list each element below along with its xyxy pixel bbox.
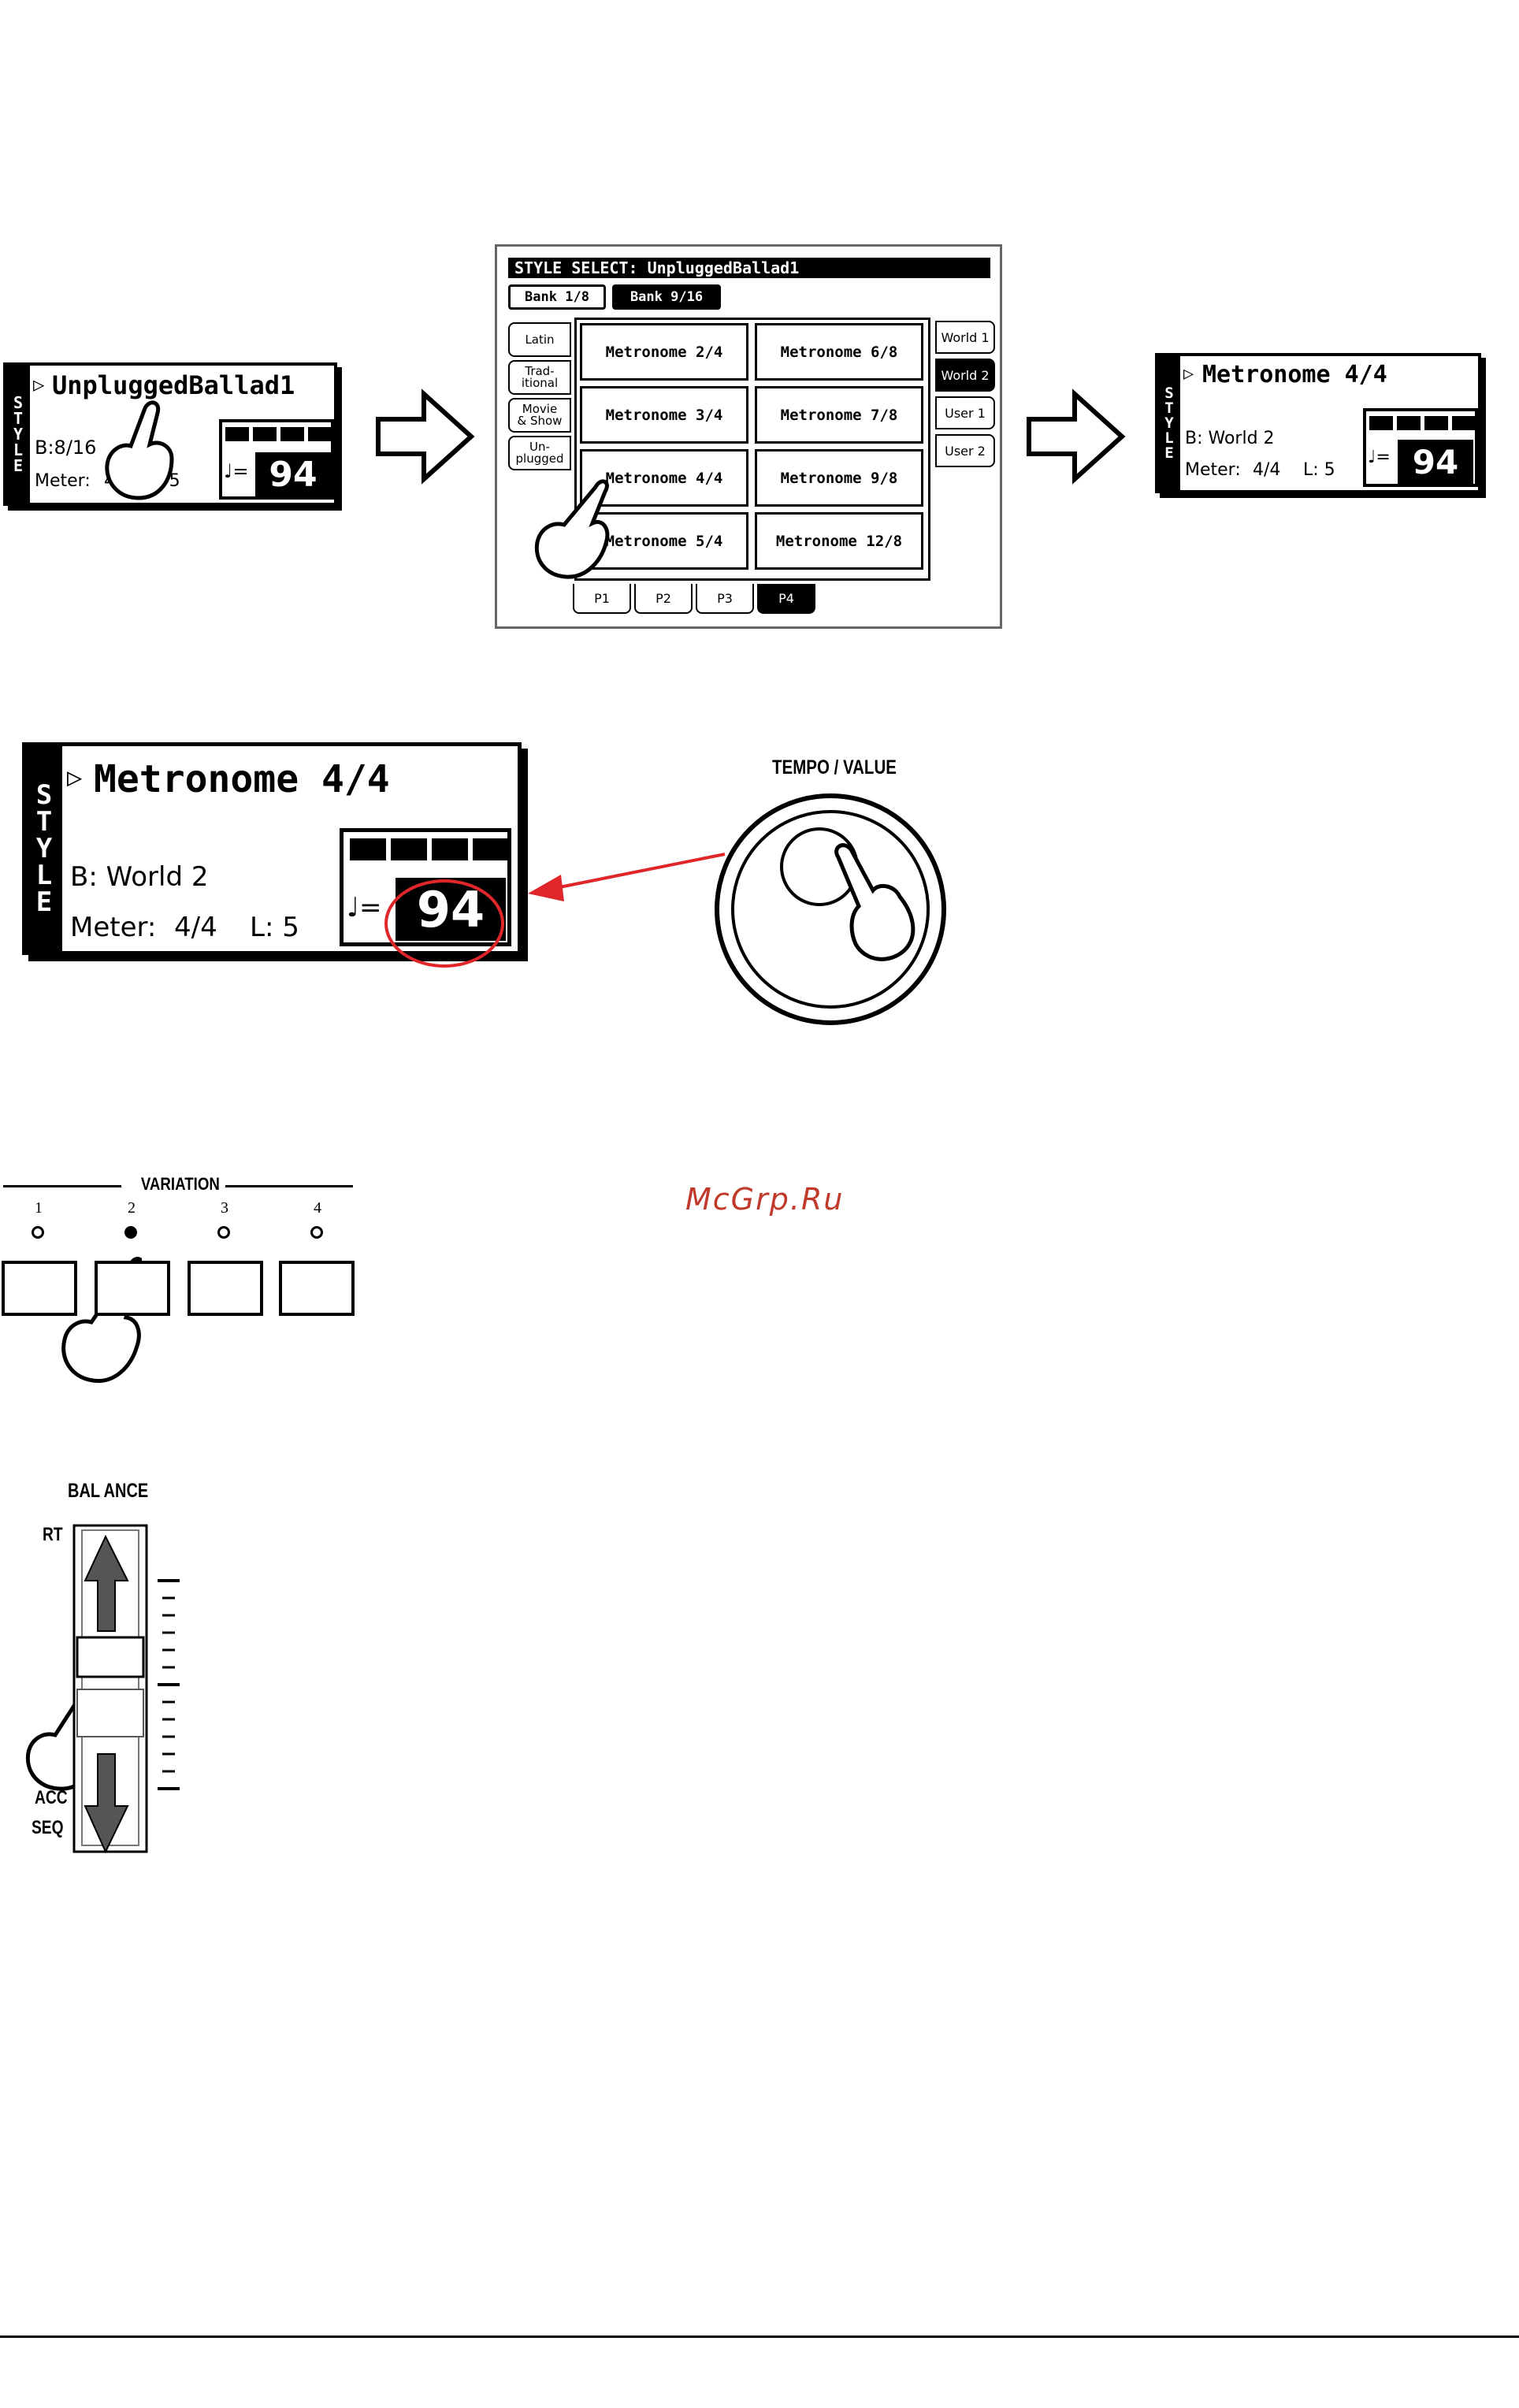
variation-number-4: 4 — [314, 1199, 321, 1217]
page-bottom-rule — [0, 2336, 1519, 2338]
beat-indicator — [225, 427, 332, 441]
variation-number-3: 3 — [221, 1199, 228, 1217]
page-tab-p2[interactable]: P2 — [634, 584, 693, 614]
variation-led-3 — [217, 1226, 230, 1239]
variation-number-2: 2 — [128, 1199, 136, 1217]
balance-top-label: RT — [43, 1524, 63, 1545]
tempo-value: 94 — [255, 452, 331, 496]
variation-led-4 — [310, 1226, 323, 1239]
pointing-hand-icon — [534, 479, 610, 579]
style-cell[interactable]: Metronome 6/8 — [755, 323, 923, 381]
style-select-screen: STYLE SELECT: UnpluggedBallad1 Bank 1/8 … — [495, 244, 1002, 629]
beat-indicator — [350, 838, 509, 860]
length-label: L: 5 — [1303, 460, 1335, 480]
style-name: UnpluggedBallad1 — [52, 370, 295, 400]
highlight-arrowhead — [528, 875, 564, 901]
style-grid: Metronome 2/4 Metronome 6/8 Metronome 3/… — [574, 318, 930, 581]
meter-label: Meter: — [1185, 460, 1241, 480]
page-tab-p3[interactable]: P3 — [696, 584, 754, 614]
bank-label: B:8/16 — [35, 437, 97, 459]
variation-button-4[interactable] — [279, 1261, 355, 1316]
highlight-ellipse — [384, 879, 504, 968]
balance-bottom-label-acc: ACC — [35, 1787, 68, 1808]
page-tab-p4[interactable]: P4 — [757, 584, 815, 614]
up-arrow-icon — [84, 1534, 129, 1632]
category-user-2[interactable]: User 2 — [935, 434, 995, 467]
pointing-hand-icon — [105, 400, 174, 500]
balance-slider[interactable] — [71, 1521, 189, 1860]
play-triangle-icon: ▷ — [67, 762, 83, 792]
category-movie-show[interactable]: Movie & Show — [508, 398, 571, 433]
style-cell[interactable]: Metronome 4/4 — [580, 449, 748, 507]
meter-value: 4/4 — [174, 912, 217, 943]
balance-bottom-label-seq: SEQ — [32, 1817, 64, 1838]
right-arrow-icon — [1027, 388, 1126, 485]
tempo-box: ♩= 94 — [1363, 408, 1478, 487]
balance-label: BAL ANCE — [68, 1480, 149, 1502]
style-name: Metronome 4/4 — [94, 757, 390, 801]
variation-rule-right — [225, 1185, 353, 1187]
bank-button-2[interactable]: Bank 9/16 — [612, 284, 721, 310]
style-cell[interactable]: Metronome 3/4 — [580, 386, 748, 444]
play-triangle-icon: ▷ — [33, 373, 45, 396]
meter-label: Meter: — [35, 471, 91, 491]
right-arrow-icon — [376, 388, 475, 485]
beat-indicator — [1369, 416, 1476, 430]
variation-label: VARIATION — [140, 1174, 220, 1194]
play-triangle-icon: ▷ — [1183, 364, 1194, 384]
page-tab-p1[interactable]: P1 — [573, 584, 631, 614]
meter-value: 4/4 — [1253, 460, 1281, 480]
style-cell[interactable]: Metronome 7/8 — [755, 386, 923, 444]
length-label: L: 5 — [250, 912, 299, 943]
bank-label: B: World 2 — [70, 861, 209, 893]
variation-button-2[interactable] — [95, 1261, 170, 1316]
highlight-overlay — [384, 853, 726, 968]
style-cell[interactable]: Metronome 9/8 — [755, 449, 923, 507]
variation-button-3[interactable] — [188, 1261, 263, 1316]
category-world-1[interactable]: World 1 — [935, 321, 995, 354]
tempo-dial-label: TEMPO / VALUE — [772, 756, 897, 779]
variation-number-1: 1 — [35, 1199, 43, 1217]
style-select-header: STYLE SELECT: UnpluggedBallad1 — [508, 258, 990, 278]
tempo-value: 94 — [1398, 440, 1473, 484]
meter-label: Meter: — [70, 912, 157, 943]
category-latin[interactable]: Latin — [508, 322, 571, 357]
watermark: McGrp.Ru — [685, 1182, 845, 1217]
note-icon: ♩= — [347, 892, 382, 923]
style-cell[interactable]: Metronome 2/4 — [580, 323, 748, 381]
style-panel-before: STYLE ▷ UnpluggedBallad1 B:8/16 Meter: 4… — [3, 362, 337, 506]
variation-led-2 — [124, 1226, 137, 1239]
variation-rule-left — [3, 1185, 121, 1187]
bank-button-1[interactable]: Bank 1/8 — [508, 284, 606, 310]
highlight-arrow — [551, 853, 726, 890]
variation-led-1 — [32, 1226, 44, 1239]
pointing-hand-icon — [834, 843, 915, 961]
category-user-1[interactable]: User 1 — [935, 396, 995, 429]
balance-scale-ticks — [158, 1579, 180, 1790]
category-world-2[interactable]: World 2 — [935, 359, 995, 392]
tempo-box: ♩= 94 — [219, 419, 334, 500]
style-name: Metronome 4/4 — [1202, 361, 1387, 388]
category-traditional[interactable]: Trad- itional — [508, 360, 571, 395]
down-arrow-icon — [84, 1753, 129, 1854]
bank-label: B: World 2 — [1185, 429, 1275, 448]
category-unplugged[interactable]: Un- plugged — [508, 436, 571, 470]
note-icon: ♩= — [224, 460, 249, 482]
style-cell[interactable]: Metronome 12/8 — [755, 512, 923, 570]
variation-button-1[interactable] — [2, 1261, 77, 1316]
note-icon: ♩= — [1368, 448, 1391, 467]
tempo-box: ♩= 94 — [340, 828, 511, 946]
